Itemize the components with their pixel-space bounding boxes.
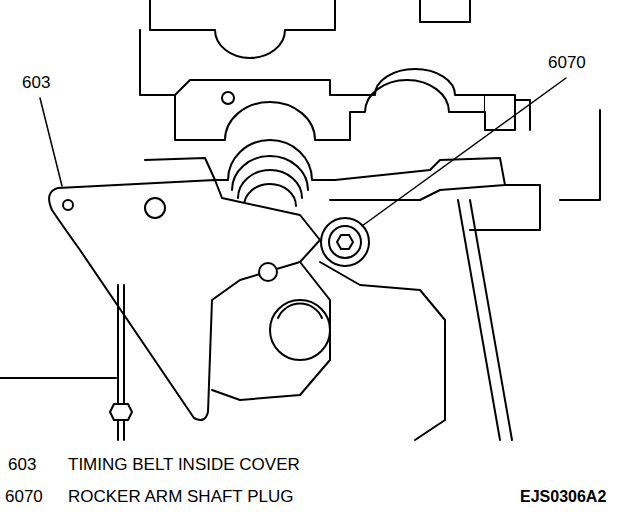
head-casting — [515, 100, 600, 200]
callout-number: 6070 — [548, 54, 586, 73]
head-casting — [150, 0, 335, 58]
bolt-head — [222, 92, 234, 104]
cover-hole — [63, 200, 73, 210]
part-number: 603 — [8, 456, 36, 475]
bolt-head — [145, 198, 165, 218]
casting-bore — [278, 304, 322, 318]
bolt-hex — [110, 404, 132, 420]
callout-number: 603 — [22, 74, 50, 93]
leader-line — [40, 98, 62, 186]
leader-line — [362, 78, 566, 226]
plug-hex — [337, 235, 353, 249]
head-casting — [140, 30, 175, 95]
head-casting — [0, 285, 124, 440]
bearing-band — [175, 69, 485, 140]
plug-body — [329, 226, 361, 258]
figure-code: EJS0306A2 — [520, 488, 606, 506]
head-casting — [458, 185, 540, 440]
bearing-band — [485, 95, 515, 130]
bearing-seal — [232, 156, 308, 206]
part-number: 6070 — [5, 488, 43, 507]
bolt-head — [259, 263, 277, 281]
head-casting — [212, 262, 445, 440]
plug-ring — [321, 218, 369, 266]
head-casting — [420, 0, 470, 22]
casting-bore — [270, 300, 330, 360]
part-name: TIMING BELT INSIDE COVER — [68, 456, 300, 475]
part-name: ROCKER ARM SHAFT PLUG — [68, 488, 293, 507]
